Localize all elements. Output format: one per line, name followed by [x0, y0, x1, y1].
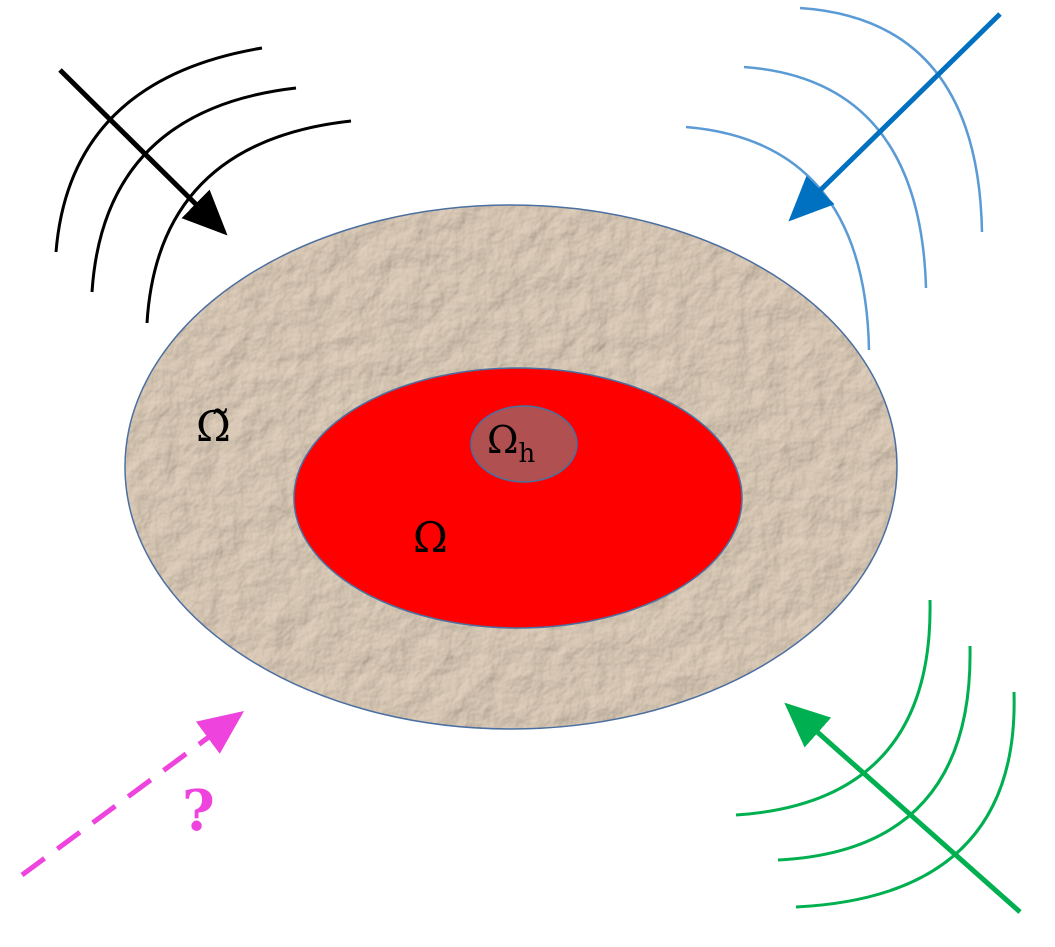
- inner-region: [293, 367, 743, 629]
- hole-symbol: Ω: [487, 418, 519, 462]
- hole-region: [470, 405, 578, 483]
- unknown-wave-bottom-left: ?: [20, 711, 245, 878]
- wavefront-arc: [743, 65, 928, 289]
- incident-wave-top-right: [685, 6, 1002, 351]
- incident-wave-bottom-right: [735, 599, 1022, 914]
- wave-direction-arrow: [20, 711, 245, 878]
- wavefront-arc: [54, 46, 263, 253]
- wavefront-arc: [735, 599, 932, 817]
- inner-region-label: Ω: [413, 513, 448, 562]
- incident-wave-top-left: [54, 46, 352, 324]
- wavefront-arc: [90, 86, 297, 293]
- wavefront-arc: [795, 691, 1016, 909]
- wave-direction-arrow: [788, 12, 1002, 222]
- wave-direction-arrow: [784, 702, 1022, 914]
- outer-region-label: Ω̃: [196, 402, 231, 451]
- wavefront-arc: [145, 119, 352, 324]
- wave-direction-arrow: [58, 68, 228, 236]
- unknown-wave-label: ?: [182, 778, 215, 844]
- hole-subscript: h: [519, 439, 536, 469]
- wavefront-arc: [799, 6, 984, 233]
- hole-region-label: Ωh: [487, 418, 536, 469]
- wavefront-arc: [777, 645, 972, 862]
